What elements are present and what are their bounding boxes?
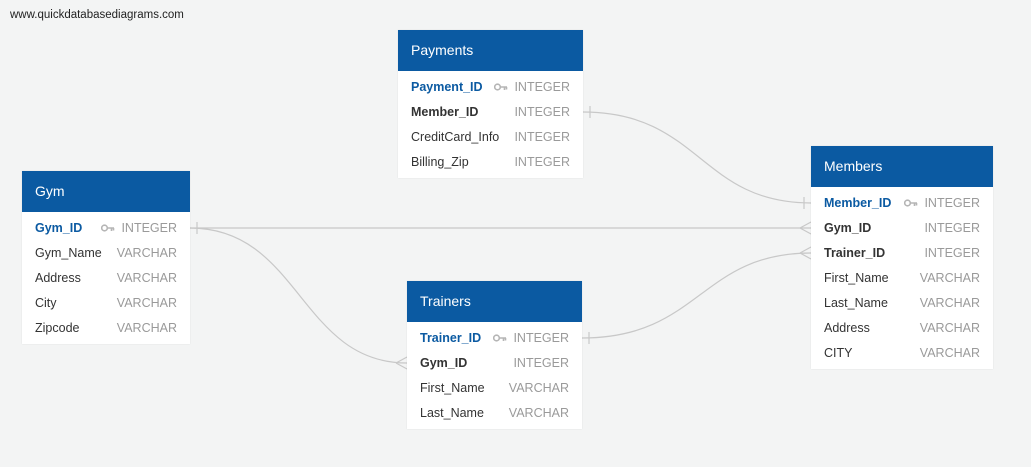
column-row[interactable]: Gym_Name VARCHAR: [22, 241, 190, 266]
key-icon: [904, 199, 918, 207]
column-name: Gym_ID: [824, 221, 872, 235]
column-type: VARCHAR: [919, 296, 980, 310]
column-name: Address: [35, 271, 81, 285]
table-columns: Payment_ID INTEGER Member_ID INTEGER Cre…: [398, 71, 583, 178]
table-members[interactable]: Members Member_ID INTEGER Gym_ID INTEGER…: [811, 146, 993, 369]
column-name: Gym_ID: [420, 356, 468, 370]
column-row[interactable]: Last_Name VARCHAR: [811, 291, 993, 316]
link-payments-members: [582, 111, 812, 204]
column-row[interactable]: Last_Name VARCHAR: [407, 401, 582, 426]
column-name: Trainer_ID: [824, 246, 886, 260]
column-type-label: INTEGER: [924, 196, 980, 210]
column-type: INTEGER: [493, 326, 569, 351]
column-type: INTEGER: [514, 155, 570, 169]
column-row[interactable]: Gym_ID INTEGER: [22, 216, 190, 241]
column-name: Billing_Zip: [411, 155, 469, 169]
link-gym-trainers: [189, 227, 408, 364]
crowfoot-members-gym: [799, 221, 812, 235]
column-name: Member_ID: [824, 196, 892, 210]
column-name: Gym_Name: [35, 246, 102, 260]
link-trainers-members: [581, 252, 812, 339]
column-type: VARCHAR: [116, 296, 177, 310]
key-icon: [493, 334, 507, 342]
column-type: INTEGER: [494, 75, 570, 100]
table-columns: Trainer_ID INTEGER Gym_ID INTEGER First_…: [407, 322, 582, 429]
column-type: INTEGER: [924, 246, 980, 260]
column-name: Gym_ID: [35, 221, 83, 235]
table-title[interactable]: Gym: [22, 171, 190, 212]
column-type: INTEGER: [513, 356, 569, 370]
column-type: VARCHAR: [116, 246, 177, 260]
column-row[interactable]: Billing_Zip INTEGER: [398, 150, 583, 175]
column-name: Trainer_ID: [420, 331, 482, 345]
column-name: Zipcode: [35, 321, 80, 335]
table-columns: Member_ID INTEGER Gym_ID INTEGER Trainer…: [811, 187, 993, 369]
column-row[interactable]: Payment_ID INTEGER: [398, 75, 583, 100]
key-icon: [101, 224, 115, 232]
column-name: First_Name: [824, 271, 889, 285]
column-row[interactable]: Address VARCHAR: [22, 266, 190, 291]
column-name: CITY: [824, 346, 853, 360]
column-name: City: [35, 296, 57, 310]
column-name: CreditCard_Info: [411, 130, 500, 144]
column-type: INTEGER: [514, 130, 570, 144]
column-row[interactable]: Trainer_ID INTEGER: [407, 326, 582, 351]
table-title[interactable]: Members: [811, 146, 993, 187]
column-row[interactable]: Gym_ID INTEGER: [811, 216, 993, 241]
table-title[interactable]: Trainers: [407, 281, 582, 322]
column-type: VARCHAR: [919, 271, 980, 285]
column-type-label: INTEGER: [514, 80, 570, 94]
column-row[interactable]: CreditCard_Info INTEGER: [398, 125, 583, 150]
column-row[interactable]: First_Name VARCHAR: [407, 376, 582, 401]
column-row[interactable]: Member_ID INTEGER: [398, 100, 583, 125]
column-type: VARCHAR: [508, 406, 569, 420]
column-type: VARCHAR: [116, 271, 177, 285]
watermark-text: www.quickdatabasediagrams.com: [10, 9, 184, 21]
column-name: Address: [824, 321, 870, 335]
column-type: VARCHAR: [508, 381, 569, 395]
column-type: INTEGER: [904, 191, 980, 216]
crowfoot-members-trainer: [799, 246, 812, 260]
column-row[interactable]: Member_ID INTEGER: [811, 191, 993, 216]
column-name: First_Name: [420, 381, 485, 395]
table-payments[interactable]: Payments Payment_ID INTEGER Member_ID IN…: [398, 30, 583, 178]
column-row[interactable]: Trainer_ID INTEGER: [811, 241, 993, 266]
column-type-label: INTEGER: [513, 331, 569, 345]
column-type: VARCHAR: [919, 321, 980, 335]
column-type: VARCHAR: [116, 321, 177, 335]
column-row[interactable]: CITY VARCHAR: [811, 341, 993, 366]
column-row[interactable]: Zipcode VARCHAR: [22, 316, 190, 341]
column-name: Payment_ID: [411, 80, 483, 94]
column-name: Member_ID: [411, 105, 479, 119]
column-type: VARCHAR: [919, 346, 980, 360]
key-icon: [494, 83, 508, 91]
table-title[interactable]: Payments: [398, 30, 583, 71]
column-type: INTEGER: [924, 221, 980, 235]
column-name: Last_Name: [420, 406, 484, 420]
column-row[interactable]: Address VARCHAR: [811, 316, 993, 341]
column-type: INTEGER: [101, 216, 177, 241]
column-type: INTEGER: [514, 105, 570, 119]
column-row[interactable]: First_Name VARCHAR: [811, 266, 993, 291]
column-type-label: INTEGER: [121, 221, 177, 235]
table-gym[interactable]: Gym Gym_ID INTEGER Gym_Name VARCHAR Addr…: [22, 171, 190, 344]
table-columns: Gym_ID INTEGER Gym_Name VARCHAR Address …: [22, 212, 190, 344]
table-trainers[interactable]: Trainers Trainer_ID INTEGER Gym_ID INTEG…: [407, 281, 582, 429]
crowfoot-trainers-gym: [395, 356, 408, 370]
column-row[interactable]: Gym_ID INTEGER: [407, 351, 582, 376]
column-row[interactable]: City VARCHAR: [22, 291, 190, 316]
column-name: Last_Name: [824, 296, 888, 310]
